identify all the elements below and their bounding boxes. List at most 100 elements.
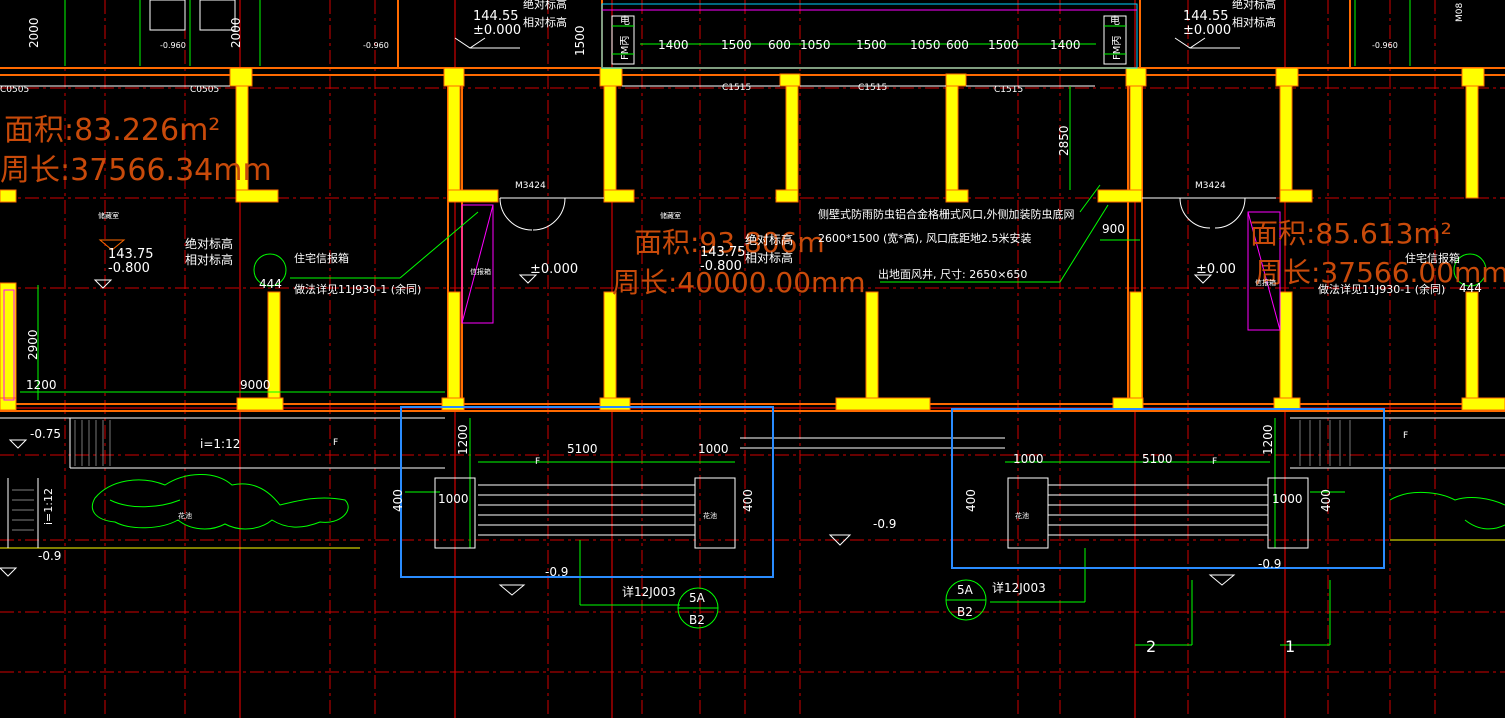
planter-shrubs [91,474,1505,530]
annotations: 144.55 ±0.000 绝对标高 相对标高 144.55 ±0.000 绝对… [0,0,1505,656]
dim-1000-c: 1000 [1013,452,1044,466]
elev-right-1: 144.55 [1183,9,1229,24]
lvl-0960-c: -0.960 [1372,41,1398,50]
mid-perimeter-text: 周长:40000.00mm [612,266,866,299]
door-2000-b: 2000 [229,17,243,48]
mailbox-label-right: 住宅信报箱 [1405,251,1460,265]
zero-level-a: ±0.000 [530,262,578,277]
top-dim-8: 1400 [1050,38,1081,52]
window-c1515-c: C1515 [994,85,1023,95]
door-m3424-a: M3424 [515,181,546,191]
structural-walls [0,67,1505,411]
circle-444-right: 444 [1459,281,1482,295]
method-note-right: 做法详见11J930-1 (余同) [1318,282,1445,296]
level-marks [0,239,1236,596]
top-dim-0: 1400 [658,38,689,52]
top-stair-section [64,0,1411,69]
elev-14375-b: 143.75 [700,245,746,260]
dim-1000-a: 1000 [698,442,729,456]
circle-444: 444 [259,277,282,291]
elec-right: 电 [1110,14,1120,27]
rel-label-b: 相对标高 [745,250,793,265]
f-mark-a: F [333,438,338,448]
zero-level-b: ±0.00 [1196,262,1236,277]
elec-left: 电 [620,14,630,27]
door-m3424-b: M3424 [1195,181,1226,191]
mailbox-cabinets [3,204,1281,401]
elev-14375: 143.75 [108,247,154,262]
left-area-text: 面积:83.226m² [4,113,220,148]
elev-m0800: -0.800 [108,261,150,276]
dim-1200: 1200 [26,378,57,392]
doors-windows [0,85,1276,231]
dim-5100-a: 5100 [567,442,598,456]
slope-ratio-vertical: i=1:12 [42,488,55,525]
top-dim-5: 1050 [910,38,941,52]
slope-ratio: i=1:12 [200,437,240,451]
top-dim-1: 1500 [721,38,752,52]
elev-left-1: 144.55 [473,9,519,24]
wall-outlines [0,0,1505,412]
selection-box-right[interactable] [951,408,1385,569]
abs-height-right: 绝对标高 [1232,0,1276,11]
top-dim-7: 1500 [988,38,1019,52]
method-note: 做法详见11J930-1 (余同) [294,282,421,296]
level-075: -0.75 [30,427,61,441]
planter-label-a: 花池 [703,511,717,520]
elev-left-2: ±0.000 [473,23,521,38]
elev-m0800-b: -0.800 [700,259,742,274]
fm-right: FM丙 [1112,36,1123,60]
ramp-and-steps [0,417,1505,549]
dim-1000-b: 1000 [438,492,469,506]
lvl-0960-a: -0.960 [160,41,186,50]
selection-box-left[interactable] [400,406,774,578]
detail-ref-a: 详12J003 [622,584,676,599]
level-09-c: -0.9 [545,565,568,579]
dim-400-d: 400 [1319,489,1333,512]
dim-5100-b: 5100 [1142,452,1173,466]
mid-area-text: 面积:93.806m [634,226,825,259]
fm-left: FM丙 [620,36,631,60]
dim-9000: 9000 [240,378,271,392]
dim-400-b: 400 [741,489,755,512]
abs-label-b: 绝对标高 [745,232,793,247]
bubble-bottom-b: B2 [957,605,973,619]
m-code: M08 [1455,3,1465,22]
abs-label: 绝对标高 [185,236,233,251]
top-dim-4: 1500 [856,38,887,52]
shaft-note: 出地面风井, 尺寸: 2650×650 [878,267,1027,281]
ramp-hatching [12,420,1351,531]
top-dim-3: 1050 [800,38,831,52]
dim-1200-b: 1200 [1261,424,1275,455]
bubble-top-a: 5A [689,591,706,605]
dim-1000-d: 1000 [1272,492,1303,506]
dim-2900: 2900 [26,329,40,360]
axis-number-1: 1 [1285,637,1295,656]
window-c0505-a: C0505 [0,85,29,95]
right-area-text: 面积:85.613m² [1250,217,1452,250]
level-09-d: -0.9 [1258,557,1281,571]
top-dim-2: 600 [768,38,791,52]
vent-note-1: 侧壁式防雨防虫铝合金格栅式风口,外侧加装防虫底网 [818,207,1075,221]
bubble-bottom-a: B2 [689,613,705,627]
door-2000-a: 2000 [27,17,41,48]
detail-ref-b: 详12J003 [992,580,1046,595]
level-09-a: -0.9 [38,549,61,563]
planter-label-c: 花池 [178,511,192,520]
dim-400-c: 400 [964,489,978,512]
cabinet-label: 信报箱 [470,267,491,276]
circles [253,253,1487,629]
cabinet-label-right: 信报箱 [1255,278,1276,287]
dim-400-a: 400 [391,489,405,512]
f-mark-b: F [535,457,540,467]
dim-1500-vertical: 1500 [573,25,587,56]
window-c0505-b: C0505 [190,85,219,95]
window-c1515-b: C1515 [858,83,887,93]
rel-height-left: 相对标高 [523,15,567,29]
elev-right-2: ±0.000 [1183,23,1231,38]
dim-2850: 2850 [1057,125,1071,156]
abs-height-left: 绝对标高 [523,0,567,11]
